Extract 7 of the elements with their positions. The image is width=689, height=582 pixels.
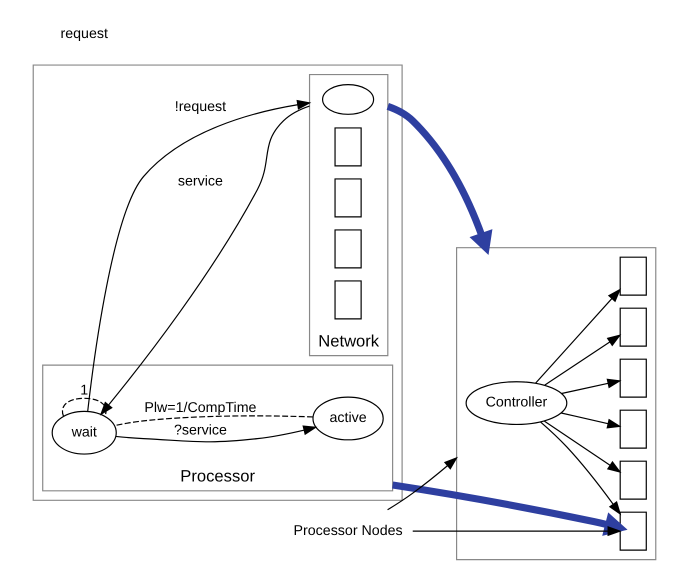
edge-label: service [178, 174, 223, 190]
edge-label: 1 [80, 382, 88, 398]
node-text: Processor Nodes [294, 522, 403, 539]
label: request [60, 26, 108, 42]
edge-label: !request [174, 98, 226, 115]
edge-label: ?service [174, 422, 227, 439]
edge-label: Plw=1/CompTime [144, 400, 256, 416]
